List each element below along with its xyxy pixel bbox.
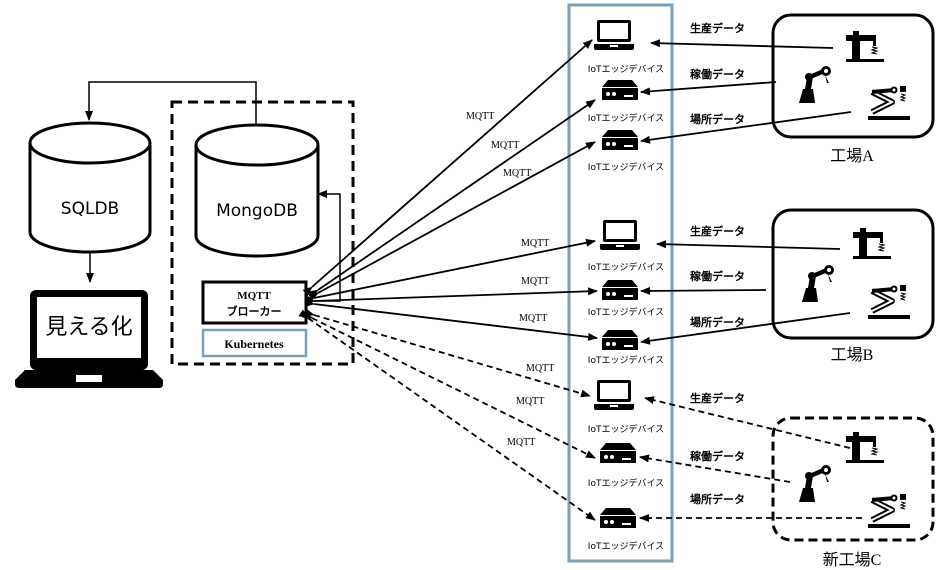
factory-a-label: 工場A xyxy=(830,147,874,165)
mqtt-label: MQTT xyxy=(466,111,494,122)
device-label: IoTエッジデバイス xyxy=(588,354,664,366)
factory-b-box xyxy=(771,208,935,340)
broker-label-line1: MQTT xyxy=(237,290,271,302)
mqtt-label: MQTT xyxy=(519,313,547,324)
gateway-device-icon xyxy=(602,280,638,300)
operation-data-label: 稼働データ xyxy=(690,269,745,283)
device-label: IoTエッジデバイス xyxy=(588,423,664,435)
mqtt-label: MQTT xyxy=(491,140,519,151)
mqtt-label: MQTT xyxy=(516,396,544,407)
factory-b-data-links xyxy=(640,240,851,345)
gateway-device-icon xyxy=(600,508,636,528)
operation-data-label: 稼働データ xyxy=(690,449,745,463)
factory-a-data-links xyxy=(640,39,852,144)
operation-data-label: 稼働データ xyxy=(690,67,745,81)
location-data-label: 場所データ xyxy=(690,492,745,506)
device-label: IoTエッジデバイス xyxy=(588,306,664,318)
linkage-robot-icon xyxy=(868,494,910,528)
laptop-device-icon xyxy=(600,220,640,250)
mongo-to-sql-connector xyxy=(85,81,257,124)
crane-machine-icon xyxy=(852,227,892,260)
data-type-labels: 生産データ 稼働データ 場所データ 生産データ 稼働データ 場所データ 生産デー… xyxy=(690,21,745,506)
device-label: IoTエッジデバイス xyxy=(588,112,664,124)
mqtt-broker-box xyxy=(201,280,308,325)
production-data-label: 生産データ xyxy=(690,391,745,405)
gateway-device-icon xyxy=(602,130,638,150)
factory-a-box xyxy=(771,13,935,139)
robot-arm-icon xyxy=(799,465,831,502)
robot-arm-icon xyxy=(799,66,831,103)
mqtt-label: MQTT xyxy=(521,276,549,287)
crane-machine-icon xyxy=(845,30,885,63)
factory-c-box xyxy=(771,416,935,542)
crane-machine-icon xyxy=(845,431,885,464)
visualization-label: 見える化 xyxy=(45,315,132,340)
kubernetes-label: Kubernetes xyxy=(224,337,284,351)
gateway-device-icon xyxy=(602,80,638,100)
production-data-label: 生産データ xyxy=(690,224,745,238)
device-label: IoTエッジデバイス xyxy=(588,540,664,552)
production-data-label: 生産データ xyxy=(690,21,745,35)
mqtt-label: MQTT xyxy=(526,363,554,374)
sqldb-label: SQLDB xyxy=(61,199,119,219)
mqtt-label: MQTT xyxy=(521,238,549,249)
linkage-robot-icon xyxy=(868,285,910,319)
broker-label-line2: ブローカー xyxy=(227,304,282,318)
kubernetes-label-box xyxy=(201,328,308,358)
mqtt-label: MQTT xyxy=(507,437,535,448)
location-data-label: 場所データ xyxy=(690,315,745,329)
visualization-laptop-icon xyxy=(15,290,163,388)
gateway-device-icon xyxy=(602,330,638,350)
mongodb-cylinder xyxy=(194,123,320,258)
linkage-robot-icon xyxy=(868,86,910,120)
laptop-device-icon xyxy=(594,380,634,410)
factory-b-label: 工場B xyxy=(831,346,874,364)
device-label: IoTエッジデバイス xyxy=(588,161,664,173)
robot-arm-icon xyxy=(802,265,834,302)
sqldb-cylinder xyxy=(28,121,152,254)
factory-c-data-links xyxy=(639,396,862,522)
device-label: IoTエッジデバイス xyxy=(588,477,664,489)
mqtt-label: MQTT xyxy=(503,168,531,179)
mongodb-label: MongoDB xyxy=(216,201,298,221)
factory-c-label: 新工場C xyxy=(823,551,882,569)
location-data-label: 場所データ xyxy=(690,112,745,126)
device-label: IoTエッジデバイス xyxy=(588,63,664,75)
mqtt-links-factory-c xyxy=(298,308,596,521)
laptop-device-icon xyxy=(594,20,634,50)
mqtt-labels: MQTT MQTT MQTT MQTT MQTT MQTT MQTT MQTT … xyxy=(466,111,554,448)
gateway-device-icon xyxy=(600,443,636,463)
device-label: IoTエッジデバイス xyxy=(588,261,664,273)
device-labels: IoTエッジデバイス IoTエッジデバイス IoTエッジデバイス IoTエッジデ… xyxy=(588,63,664,552)
mqtt-links-factory-b xyxy=(304,238,598,341)
